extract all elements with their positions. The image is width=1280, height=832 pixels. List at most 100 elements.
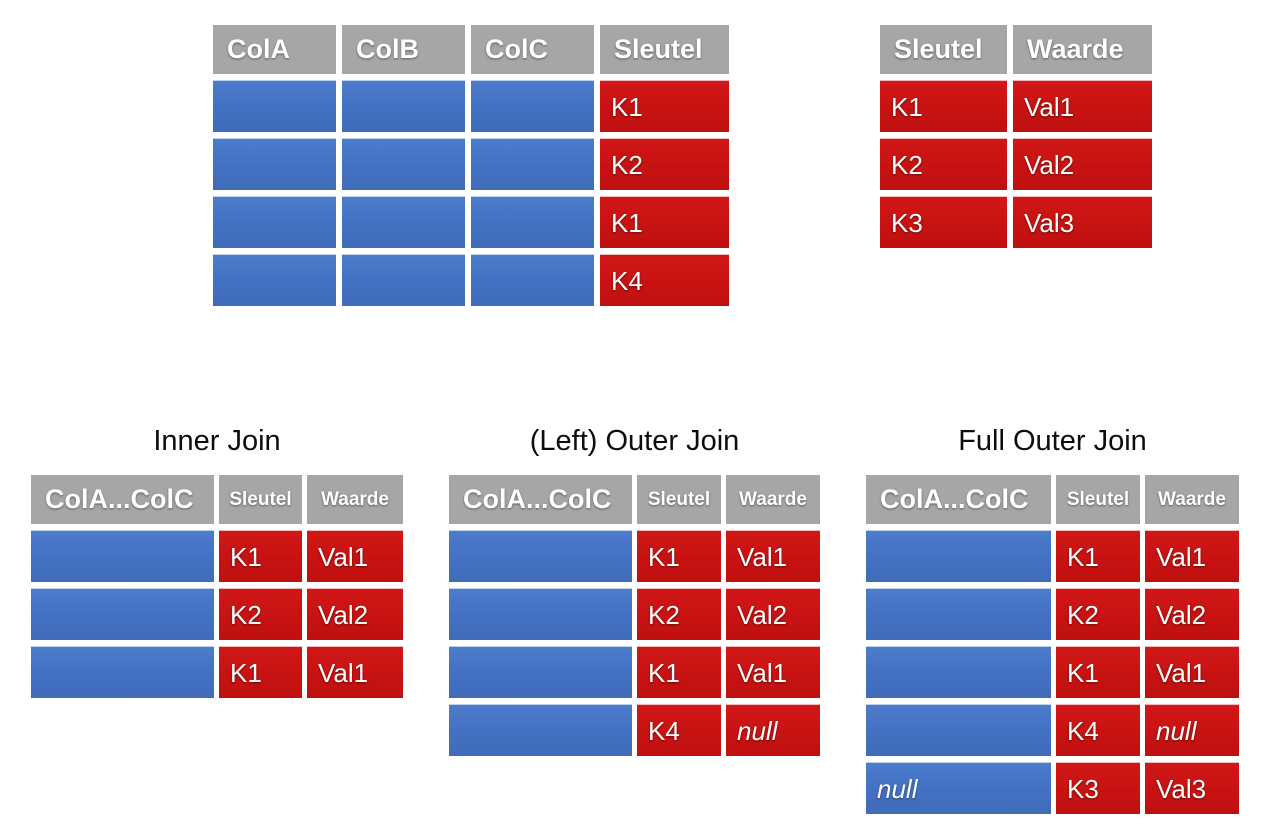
table-row: K4 <box>213 254 729 306</box>
table-row: K2 Val2 <box>31 588 403 640</box>
data-cell-waarde: Val1 <box>726 646 820 698</box>
full-outer-join-result-table: ColA...ColC Sleutel Waarde K1 Val1 K2 Va… <box>866 475 1239 814</box>
table-header-row: ColA...ColC Sleutel Waarde <box>31 475 403 524</box>
data-cell-waarde: Val1 <box>1013 80 1152 132</box>
table-row: K1 <box>213 80 729 132</box>
table-row: K2 Val2 <box>880 138 1152 190</box>
data-cell-sleutel: K3 <box>880 196 1007 248</box>
data-cell-sleutel: K2 <box>880 138 1007 190</box>
column-header-sleutel: Sleutel <box>637 475 721 524</box>
table-row: K1 <box>213 196 729 248</box>
data-cell-sleutel: K3 <box>1056 762 1140 814</box>
data-cell-sleutel: K1 <box>219 530 302 582</box>
data-cell-sleutel: K1 <box>1056 530 1140 582</box>
data-cell-colb <box>342 138 465 190</box>
data-cell-cola-colc <box>866 530 1051 582</box>
data-cell-sleutel: K2 <box>1056 588 1140 640</box>
right-source-table: Sleutel Waarde K1 Val1 K2 Val2 K3 Val3 <box>880 25 1152 248</box>
data-cell-waarde: Val1 <box>1145 530 1239 582</box>
data-cell-cola <box>213 138 336 190</box>
table-row: K2 Val2 <box>449 588 820 640</box>
data-cell-cola <box>213 254 336 306</box>
column-header-waarde: Waarde <box>1145 475 1239 524</box>
table-row: K1 Val1 <box>880 80 1152 132</box>
table-row: K1 Val1 <box>449 646 820 698</box>
table-row: K1 Val1 <box>866 646 1239 698</box>
data-cell-waarde: Val2 <box>307 588 403 640</box>
column-header-waarde: Waarde <box>307 475 403 524</box>
column-header-sleutel: Sleutel <box>880 25 1007 74</box>
table-header-row: ColA...ColC Sleutel Waarde <box>866 475 1239 524</box>
data-cell-sleutel: K2 <box>600 138 729 190</box>
data-cell-sleutel: K1 <box>600 80 729 132</box>
table-header-row: Sleutel Waarde <box>880 25 1152 74</box>
column-header-sleutel: Sleutel <box>219 475 302 524</box>
table-row: K1 Val1 <box>31 530 403 582</box>
full-outer-join-title: Full Outer Join <box>958 425 1147 457</box>
column-header-cola-colc: ColA...ColC <box>866 475 1051 524</box>
data-cell-cola-colc <box>31 588 214 640</box>
table-header-row: ColA ColB ColC Sleutel <box>213 25 729 74</box>
data-cell-cola-colc-null: null <box>866 762 1051 814</box>
data-cell-cola-colc <box>449 704 632 756</box>
data-cell-sleutel: K2 <box>637 588 721 640</box>
data-cell-waarde: Val1 <box>726 530 820 582</box>
data-cell-sleutel: K2 <box>219 588 302 640</box>
inner-join-result-table: ColA...ColC Sleutel Waarde K1 Val1 K2 Va… <box>31 475 403 698</box>
data-cell-sleutel: K1 <box>1056 646 1140 698</box>
data-cell-waarde-null: null <box>1145 704 1239 756</box>
data-cell-cola-colc <box>449 530 632 582</box>
column-header-sleutel: Sleutel <box>1056 475 1140 524</box>
data-cell-colb <box>342 254 465 306</box>
left-outer-join-title: (Left) Outer Join <box>529 425 740 457</box>
data-cell-waarde: Val2 <box>1013 138 1152 190</box>
data-cell-cola-colc <box>449 588 632 640</box>
data-cell-sleutel: K1 <box>637 646 721 698</box>
data-cell-waarde: Val2 <box>1145 588 1239 640</box>
data-cell-sleutel: K4 <box>1056 704 1140 756</box>
data-cell-colb <box>342 196 465 248</box>
data-cell-waarde: Val3 <box>1013 196 1152 248</box>
data-cell-waarde-null: null <box>726 704 820 756</box>
data-cell-waarde: Val1 <box>1145 646 1239 698</box>
data-cell-colb <box>342 80 465 132</box>
data-cell-cola-colc <box>449 646 632 698</box>
column-header-colc: ColC <box>471 25 594 74</box>
column-header-waarde: Waarde <box>1013 25 1152 74</box>
table-row: K1 Val1 <box>31 646 403 698</box>
left-outer-join-result-table: ColA...ColC Sleutel Waarde K1 Val1 K2 Va… <box>449 475 820 756</box>
column-header-waarde: Waarde <box>726 475 820 524</box>
data-cell-cola <box>213 196 336 248</box>
table-row: K2 Val2 <box>866 588 1239 640</box>
column-header-cola: ColA <box>213 25 336 74</box>
left-source-table: ColA ColB ColC Sleutel K1 K2 K1 K <box>213 25 729 306</box>
inner-join-title: Inner Join <box>153 425 281 457</box>
data-cell-colc <box>471 80 594 132</box>
data-cell-sleutel: K4 <box>637 704 721 756</box>
data-cell-waarde: Val1 <box>307 530 403 582</box>
data-cell-colc <box>471 138 594 190</box>
data-cell-colc <box>471 254 594 306</box>
data-cell-cola-colc <box>866 588 1051 640</box>
table-header-row: ColA...ColC Sleutel Waarde <box>449 475 820 524</box>
table-row: K2 <box>213 138 729 190</box>
data-cell-sleutel: K1 <box>600 196 729 248</box>
table-row: K4 null <box>866 704 1239 756</box>
table-row: K4 null <box>449 704 820 756</box>
data-cell-cola <box>213 80 336 132</box>
data-cell-cola-colc <box>866 704 1051 756</box>
table-row: K1 Val1 <box>866 530 1239 582</box>
data-cell-cola-colc <box>866 646 1051 698</box>
data-cell-sleutel: K4 <box>600 254 729 306</box>
data-cell-sleutel: K1 <box>880 80 1007 132</box>
data-cell-sleutel: K1 <box>637 530 721 582</box>
data-cell-waarde: Val1 <box>307 646 403 698</box>
data-cell-cola-colc <box>31 646 214 698</box>
data-cell-sleutel: K1 <box>219 646 302 698</box>
data-cell-waarde: Val2 <box>726 588 820 640</box>
data-cell-waarde: Val3 <box>1145 762 1239 814</box>
data-cell-cola-colc <box>31 530 214 582</box>
table-row: null K3 Val3 <box>866 762 1239 814</box>
data-cell-colc <box>471 196 594 248</box>
